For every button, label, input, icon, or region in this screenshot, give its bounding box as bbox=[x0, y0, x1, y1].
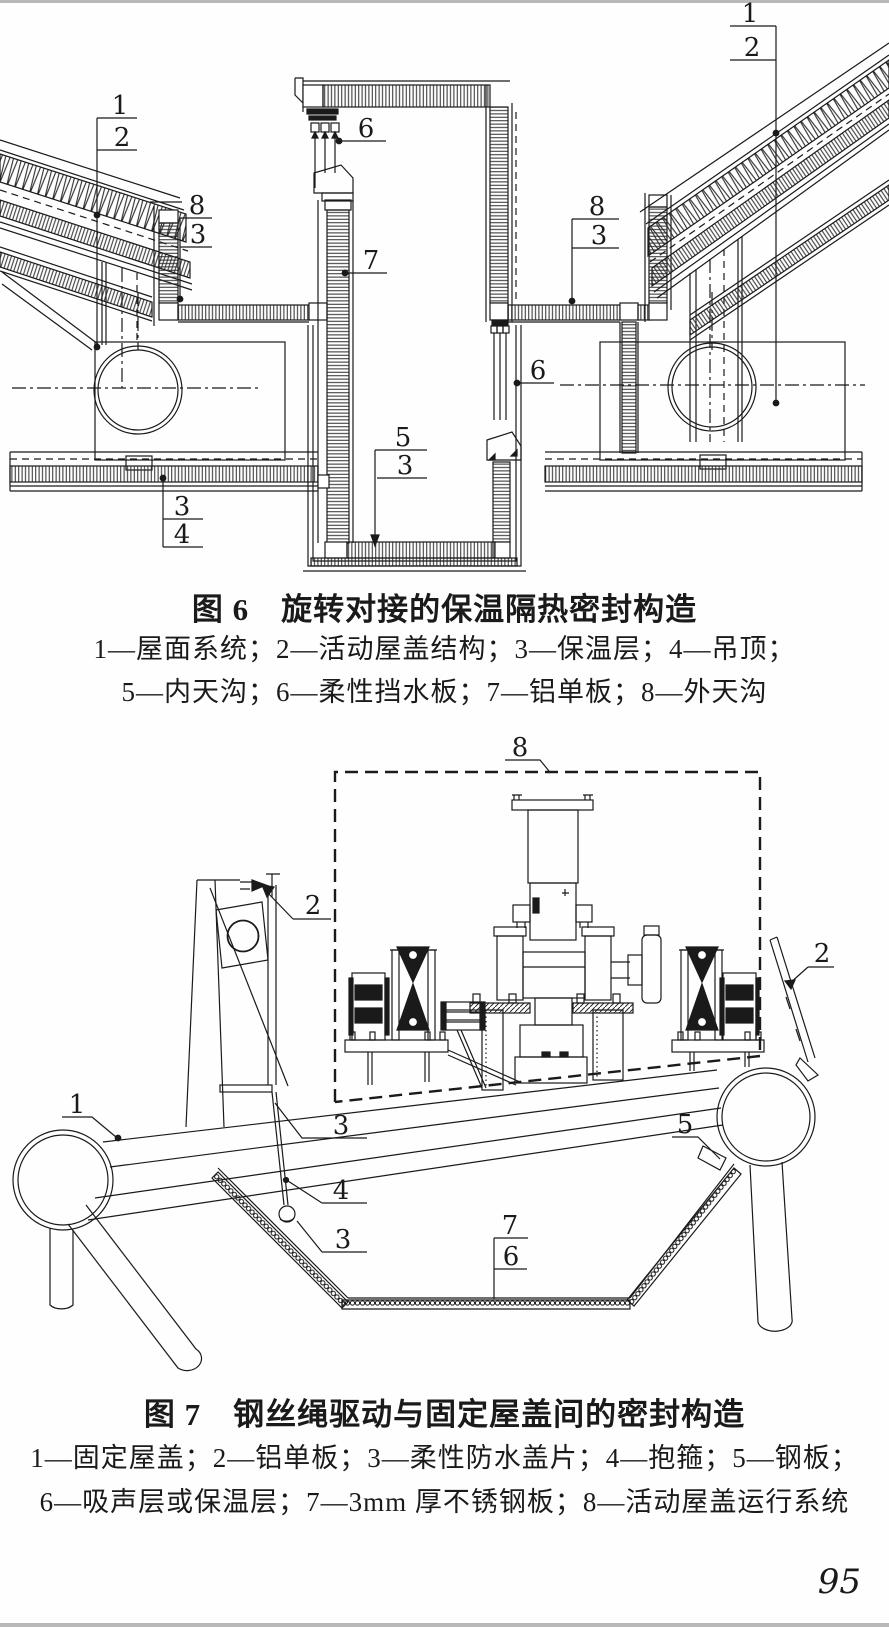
fig7-sealing-trough bbox=[211, 1145, 742, 1310]
fig6-right-wall bbox=[485, 85, 517, 322]
fig6-label-5-3: 3 bbox=[397, 451, 414, 481]
fig6-top-band bbox=[294, 77, 510, 112]
figure6-legend-line2: 5—内天沟；6—柔性挡水板；7—铝单板；8—外天沟 bbox=[121, 677, 768, 707]
fig6-label-left-8-3: 3 bbox=[190, 220, 207, 250]
fig6-label-5: 5 bbox=[395, 423, 412, 453]
fig7-label-2-right: 2 bbox=[814, 939, 831, 969]
fig6-right-roof bbox=[639, 42, 889, 341]
fig6-label-7: 7 bbox=[363, 246, 380, 276]
fig7-right-pulley-group bbox=[671, 946, 765, 1071]
fig6-label-right-8: 8 bbox=[589, 192, 606, 222]
page-number: 95 bbox=[817, 1562, 861, 1602]
fig6-baffle-top bbox=[306, 108, 354, 202]
figure7-legend-line1: 1—固定屋盖；2—铝单板；3—柔性防水盖片；4—抱箍；5—钢板； bbox=[30, 1443, 859, 1473]
fig6-label-3: 3 bbox=[174, 492, 191, 522]
fig7-label-7: 7 bbox=[502, 1211, 519, 1241]
fig7-label-3-lower: 3 bbox=[335, 1225, 352, 1255]
fig6-lower-right-assembly bbox=[544, 236, 865, 492]
figure6-drawing: 1 2 8 3 7 6 5 3 3 4 1 2 8 3 6 bbox=[0, 0, 889, 572]
fig6-left-roof bbox=[0, 139, 193, 388]
fig6-right-band bbox=[507, 302, 652, 454]
fig7-drive-machinery bbox=[440, 794, 662, 1091]
fig7-cable-and-hoop bbox=[271, 1091, 296, 1223]
fig6-label-4: 4 bbox=[174, 520, 191, 550]
fig7-leaders bbox=[62, 759, 834, 1299]
fig7-label-3-upper: 3 bbox=[333, 1111, 350, 1141]
figure7-caption: 图 7 钢丝绳驱动与固定屋盖间的密封构造 bbox=[143, 1397, 746, 1432]
fig7-label-2-left: 2 bbox=[305, 891, 322, 921]
figure6-caption: 图 6 旋转对接的保温隔热密封构造 bbox=[191, 592, 698, 627]
fig6-leaders bbox=[93, 25, 780, 548]
fig7-left-pulley-group bbox=[344, 946, 521, 1086]
fig6-center-wall bbox=[317, 199, 354, 559]
fig7-label-4: 4 bbox=[333, 1176, 350, 1206]
figure7-drawing: 8 2 2 1 3 4 3 5 7 6 bbox=[12, 733, 834, 1372]
fig6-label-right-2: 2 bbox=[744, 33, 761, 63]
fig7-label-1: 1 bbox=[69, 1090, 86, 1120]
scan-edge-top bbox=[0, 0, 889, 3]
fig6-label-left-1: 1 bbox=[112, 91, 129, 121]
fig7-label-8: 8 bbox=[512, 733, 529, 763]
fig7-right-bracket bbox=[769, 936, 819, 1082]
fig7-label-5: 5 bbox=[677, 1110, 694, 1140]
fig6-label-6-top: 6 bbox=[358, 114, 375, 144]
figure7-legend-line2: 6—吸声层或保温层；7—3mm 厚不锈钢板；8—活动屋盖运行系统 bbox=[39, 1487, 850, 1517]
fig6-label-left-8: 8 bbox=[189, 191, 206, 221]
fig7-running-system-boundary bbox=[333, 770, 762, 1104]
figure6-legend-line1: 1—屋面系统；2—活动屋盖结构；3—保温层；4—吊顶； bbox=[93, 634, 796, 664]
fig6-label-left-2: 2 bbox=[114, 123, 131, 153]
fig6-label-right-1: 1 bbox=[742, 0, 759, 29]
fig7-left-post bbox=[185, 873, 289, 1128]
fig6-lower-left-assembly bbox=[9, 292, 330, 492]
fig6-baffle-right bbox=[486, 319, 522, 559]
fig6-left-band bbox=[177, 302, 328, 323]
fig6-label-right-8-3: 3 bbox=[591, 221, 608, 251]
scan-edge-bottom bbox=[0, 1623, 889, 1627]
fig7-label-6: 6 bbox=[503, 1242, 520, 1272]
fig6-left-outer-gutter bbox=[150, 201, 182, 326]
fig6-label-6-right: 6 bbox=[530, 356, 547, 386]
fig6-inner-gutter bbox=[303, 325, 526, 572]
fig7-fixed-roof-beam bbox=[12, 1067, 816, 1372]
